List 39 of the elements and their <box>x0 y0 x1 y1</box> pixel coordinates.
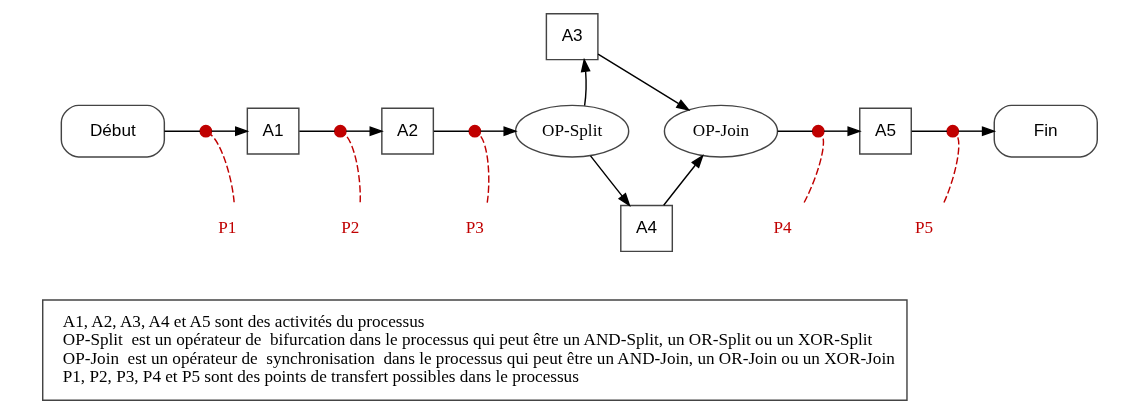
node-text: P5 <box>914 217 933 237</box>
connector <box>910 130 948 132</box>
node-circle <box>945 124 959 138</box>
connector <box>942 134 959 204</box>
node-circle <box>811 124 825 138</box>
node-box: Fin <box>993 104 1098 158</box>
node-box: A4 <box>619 204 673 253</box>
node-text: P3 <box>465 217 484 237</box>
connector <box>802 134 824 204</box>
node-box: A1, A2, A3, A4 et A5 sont des activités du processus OP-Split est un opérateur de bifurcation dans le processus qui peut être un AND-Split, un OR-Split ou un XOR-Split OP-Join est un opérateur de synchronisation dans le processus qui peut être un AND-Join, un OR-Join ou un XOR-Join P1, P2, P3, P4 et P5 sont des points de transfert possibles dans le processus <box>41 299 908 401</box>
arrow <box>596 53 690 111</box>
node-circle <box>333 124 347 138</box>
node-text: P2 <box>340 217 359 237</box>
node-circle <box>198 124 212 138</box>
connector <box>298 130 335 132</box>
node-text: P1 <box>217 217 236 237</box>
arrow <box>662 154 704 206</box>
node-box: A2 <box>380 107 434 155</box>
node-ellipse: OP-Split <box>514 104 629 158</box>
arrow <box>210 126 249 137</box>
node-ellipse: OP-Join <box>663 104 778 158</box>
connector <box>209 133 235 203</box>
node-circle <box>467 124 481 138</box>
arrow <box>957 126 996 137</box>
node-text: P4 <box>772 217 792 237</box>
connector <box>432 130 470 132</box>
node-box: A1 <box>246 107 300 155</box>
connector <box>163 130 201 132</box>
arrow <box>822 126 862 137</box>
connector <box>478 134 489 204</box>
arrow <box>344 126 384 137</box>
connector <box>776 130 813 132</box>
arrow <box>580 57 591 107</box>
connector <box>343 133 361 203</box>
node-box: Début <box>60 104 165 158</box>
arrow <box>479 126 518 137</box>
node-box: A3 <box>545 13 599 61</box>
node-box: A5 <box>858 107 912 155</box>
arrow <box>589 155 631 207</box>
